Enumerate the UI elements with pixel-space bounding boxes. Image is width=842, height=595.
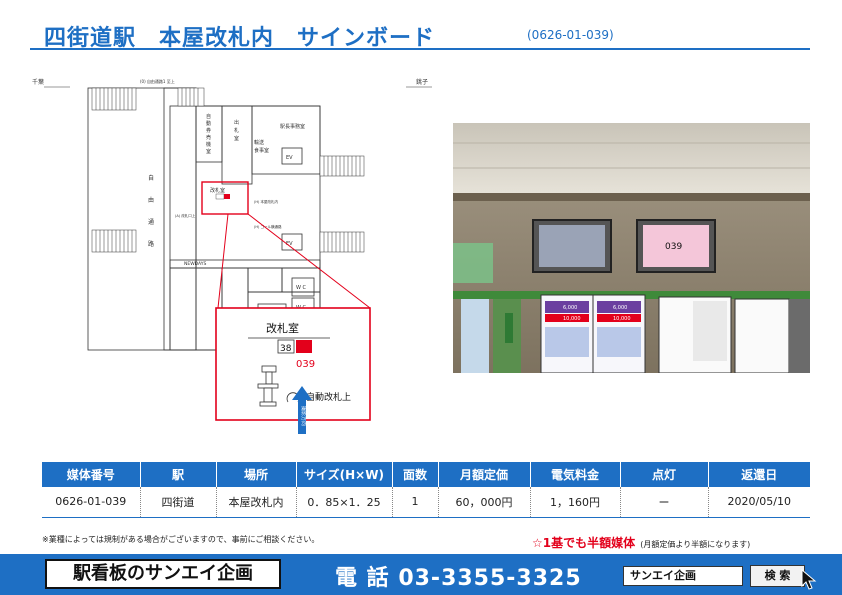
half-price-note-main: ☆1基でも半額媒体	[532, 536, 636, 550]
shooting-direction-arrow: 撮影方向	[292, 386, 312, 434]
wc-label-upper: W C	[296, 285, 307, 291]
installation-photo: 039 6,000 10,000 6,000 10,000	[453, 123, 810, 373]
stairs-bottom-left	[91, 229, 137, 253]
svg-text:機: 機	[206, 141, 211, 148]
map-highlight-box	[201, 181, 249, 215]
stairs-top-left	[91, 87, 137, 111]
svg-text:札: 札	[234, 127, 239, 134]
stairs-right-lower	[319, 231, 365, 253]
company-logo[interactable]: 駅看板のサンエイ企画	[45, 559, 281, 589]
cell-monthly-price: 60，000円	[438, 487, 531, 518]
inset-room-label: 改札室	[266, 321, 299, 335]
search-button[interactable]: 検 索	[750, 565, 805, 587]
svg-text:撮影方向: 撮影方向	[300, 406, 307, 426]
header-size: サイズ(H×W)	[296, 462, 393, 487]
svg-text:室: 室	[206, 148, 211, 155]
header-media-number: 媒体番号	[42, 462, 141, 487]
svg-text:自: 自	[206, 113, 211, 120]
exit-room-label: 出 札 室	[234, 119, 239, 142]
svg-text:自: 自	[148, 174, 154, 182]
target-board-number: 039	[665, 242, 682, 252]
spec-header-row: 媒体番号 駅 場所 サイズ(H×W) 面数 月額定価 電気料金 点灯 返還日	[42, 462, 810, 487]
header-location: 場所	[216, 462, 297, 487]
cell-lighting: ー	[620, 487, 709, 518]
svg-text:10,000: 10,000	[563, 316, 581, 322]
cell-media-number: 0626-01-039	[42, 487, 141, 518]
map-ticket-gate-room-label: 改札室	[210, 187, 225, 194]
cell-return-date: 2020/05/10	[708, 487, 810, 518]
ev-label-lower: EV	[286, 241, 293, 247]
header-return-date: 返還日	[708, 462, 810, 487]
detail-inset: 改札室 38 039 自動改札上	[215, 307, 371, 421]
header-electricity: 電気料金	[530, 462, 621, 487]
svg-text:6,000: 6,000	[563, 305, 577, 311]
svg-text:6,000: 6,000	[613, 305, 627, 311]
vending-room-label: 自 動 券 売 機 室	[206, 113, 211, 155]
cell-faces: 1	[392, 487, 439, 518]
svg-text:通: 通	[148, 218, 154, 226]
svg-text:食事室: 食事室	[254, 147, 269, 154]
svg-text:出: 出	[234, 119, 239, 126]
svg-text:売: 売	[206, 134, 211, 141]
target-board	[643, 225, 709, 267]
free-passage-label: 自 由 通 路	[148, 174, 154, 248]
cell-electricity: 1，160円	[530, 487, 621, 518]
spec-table: 媒体番号 駅 場所 サイズ(H×W) 面数 月額定価 電気料金 点灯 返還日 0…	[42, 462, 810, 518]
ev-label-upper: EV	[286, 155, 293, 161]
half-price-note-sub: (月額定価より半額になります)	[640, 540, 751, 549]
page-title: 四街道駅 本屋改札内 サインボード	[44, 26, 436, 51]
title-bar: 四街道駅 本屋改札内 サインボード (0626-01-039)	[30, 14, 810, 51]
header-monthly-price: 月額定価	[438, 462, 531, 487]
svg-text:室: 室	[234, 135, 239, 142]
phone-number[interactable]: 電 話 03-3355-3325	[335, 566, 582, 591]
table-row: 0626-01-039 四街道 本屋改札内 0．85×1．25 1 60，000…	[42, 487, 810, 518]
svg-text:10,000: 10,000	[613, 316, 631, 322]
header-lighting: 点灯	[620, 462, 709, 487]
half-price-note: ☆1基でも半額媒体 (月額定価より半額になります)	[532, 532, 750, 551]
cell-location: 本屋改札内	[216, 487, 297, 518]
cell-size: 0．85×1．25	[296, 487, 393, 518]
cursor-icon	[801, 569, 817, 590]
stairs-top-center	[177, 87, 205, 107]
media-code: (0626-01-039)	[527, 28, 614, 42]
direction-left-label: 千葉	[32, 78, 44, 86]
svg-text:由: 由	[148, 196, 154, 204]
stairs-right-upper	[319, 155, 365, 177]
regulation-note: ※業種によっては規制がある場合がございますので、事前にご相談ください。	[42, 535, 320, 544]
lounge-label: 輸送 食事室	[254, 139, 269, 154]
direction-right-label: 銚子	[416, 78, 428, 86]
svg-text:券: 券	[206, 127, 211, 134]
svg-text:輸送: 輸送	[254, 139, 264, 146]
newdays-label: NEWDAYS	[184, 261, 207, 267]
ticket-gate-icon	[257, 365, 279, 407]
footer-bar: 駅看板のサンエイ企画 電 話 03-3355-3325 サンエイ企画 検 索	[0, 554, 842, 595]
header-station: 駅	[140, 462, 217, 487]
cell-station: 四街道	[140, 487, 217, 518]
notice-board	[734, 298, 790, 373]
inset-media-number: 039	[296, 359, 315, 370]
inset-board-number: 38	[280, 344, 292, 354]
media-position-marker	[296, 340, 312, 353]
gate-small-label-2: (H) 本屋改札内	[254, 199, 278, 204]
svg-text:動: 動	[206, 120, 211, 127]
header-faces: 面数	[392, 462, 439, 487]
inset-gate-note: 自動改札上	[306, 391, 351, 403]
gate-small-label-3: (H) ゴール横通路	[254, 224, 282, 229]
gate-small-label-1: (A) 改札口上	[175, 213, 196, 218]
map-top-label: (0) 自由通路1 至上	[140, 78, 175, 84]
search-input[interactable]: サンエイ企画	[623, 566, 743, 586]
station-master-room-label: 駅長事務室	[280, 123, 305, 130]
station-floor-map: 千葉 銚子 (0) 自由通路1 至上	[32, 78, 432, 434]
svg-text:路: 路	[148, 240, 154, 248]
